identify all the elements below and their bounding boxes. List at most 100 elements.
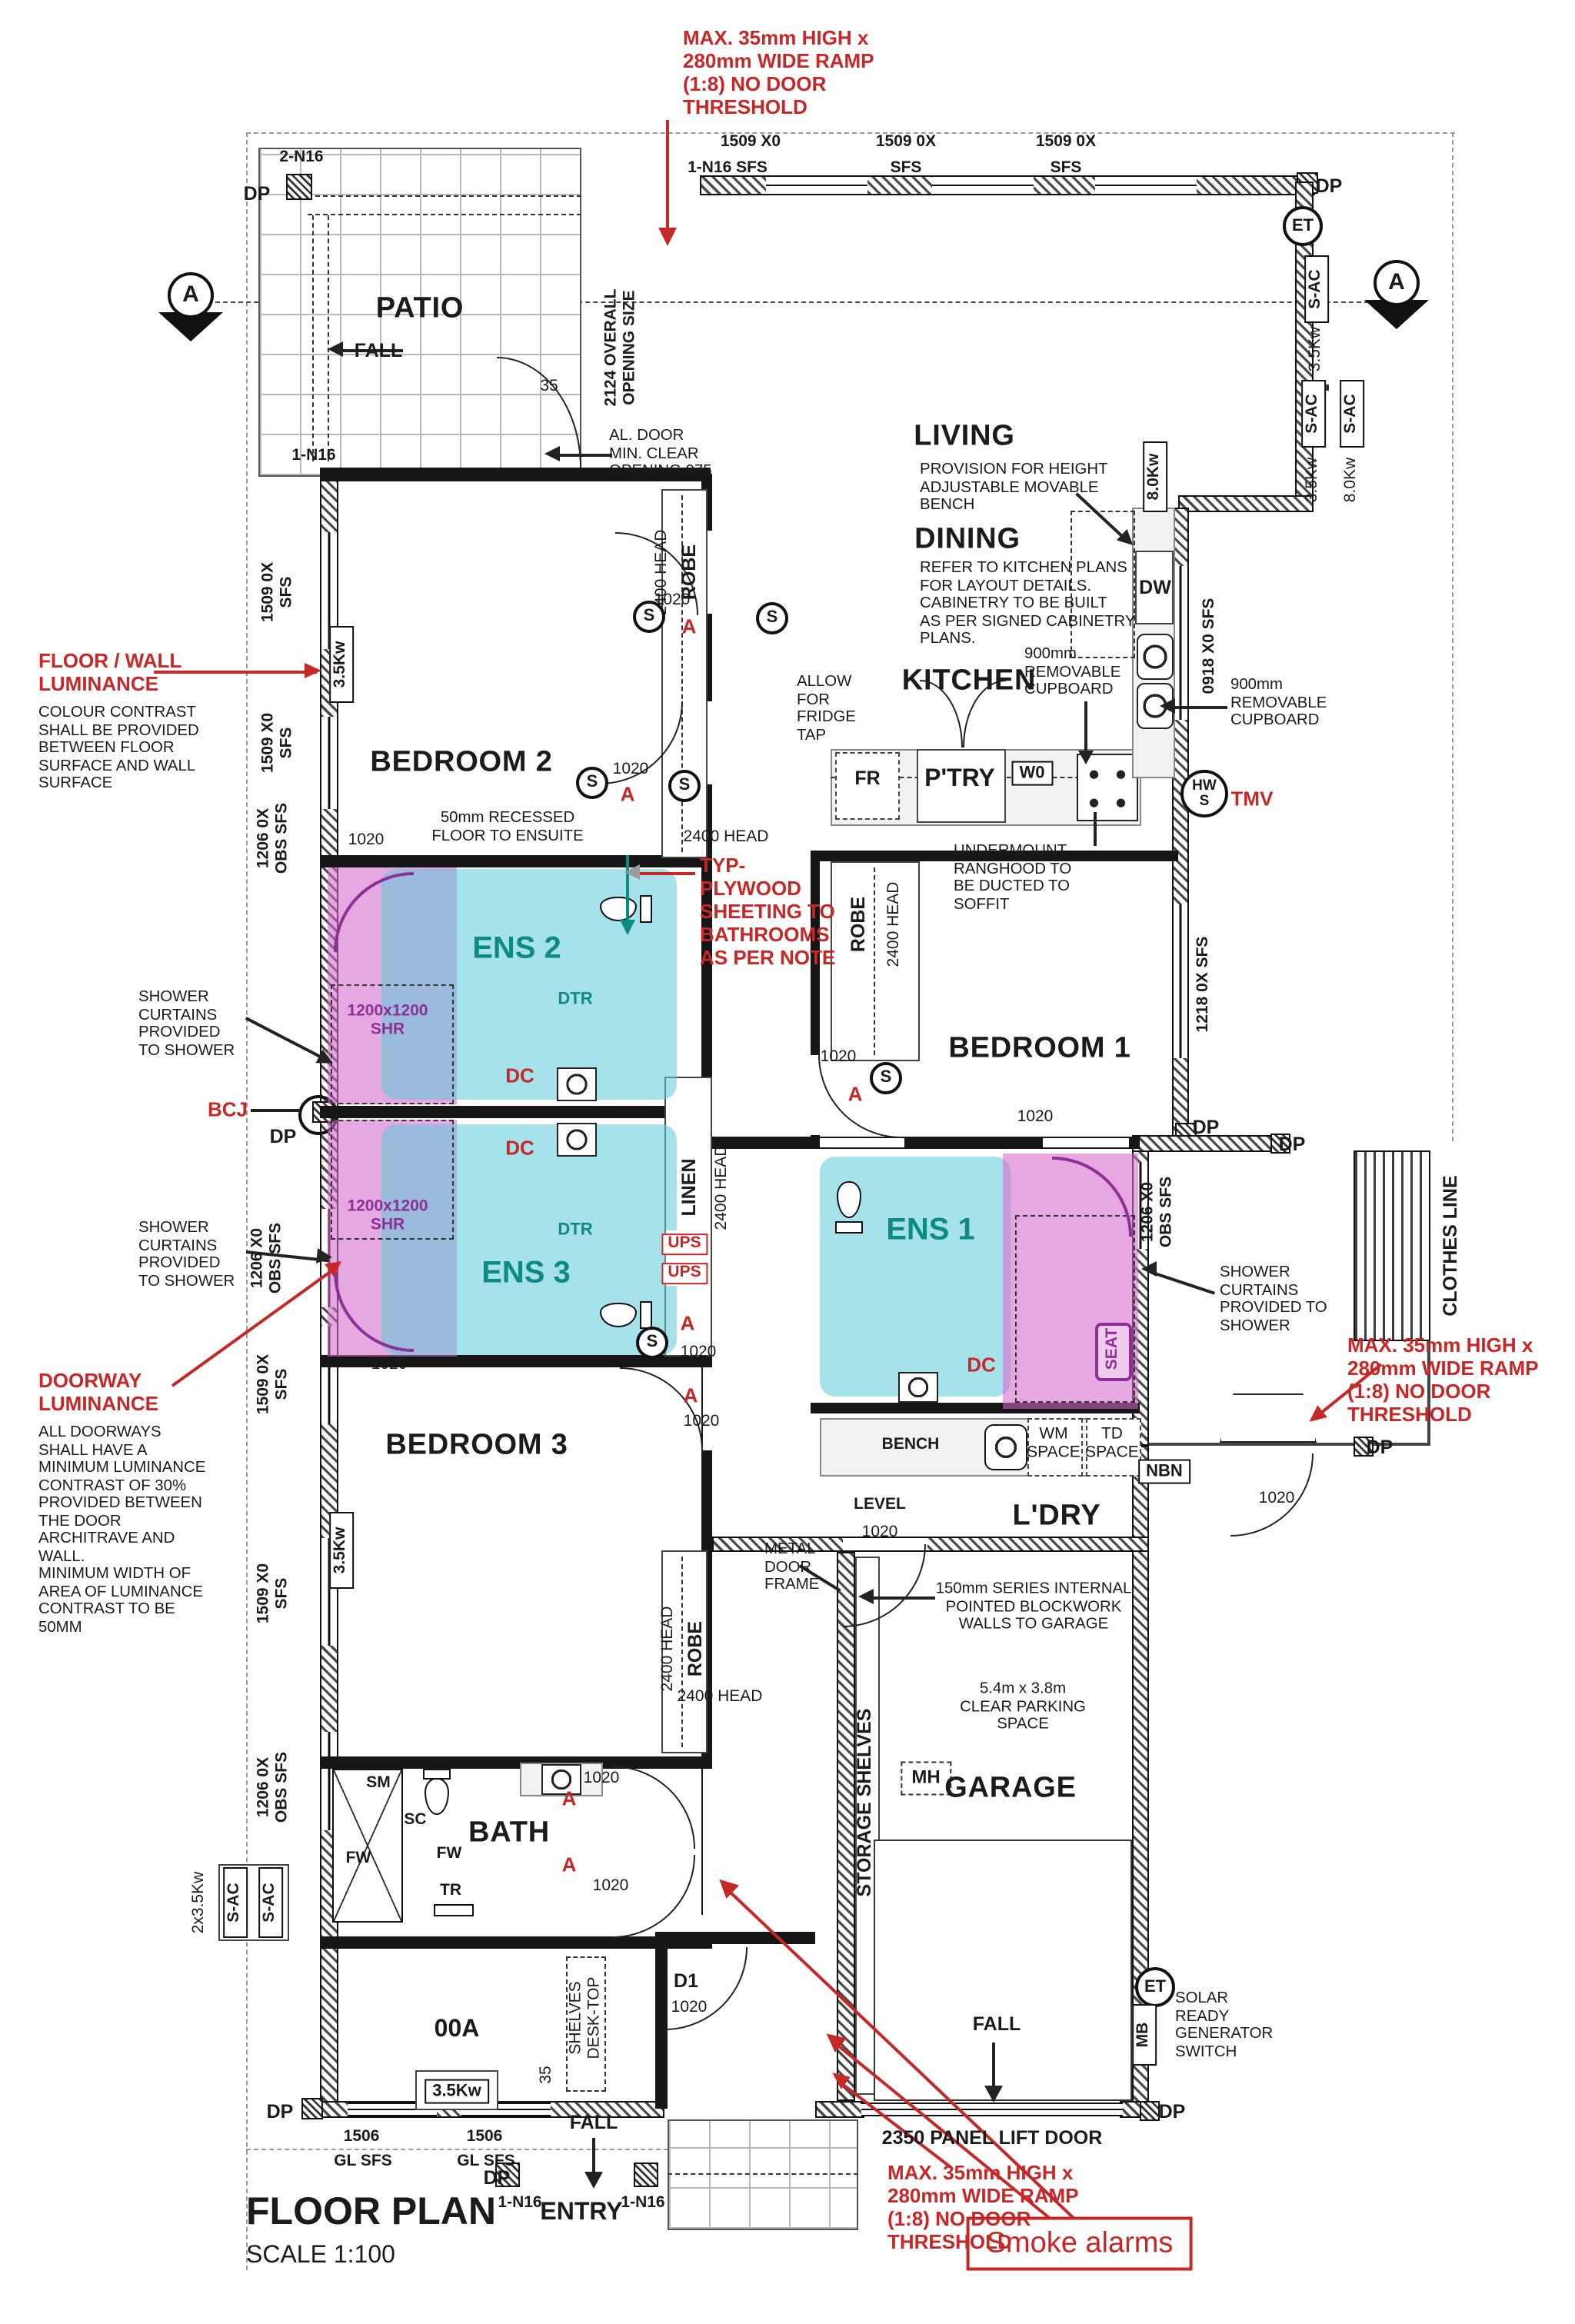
s-hall-top: S [756, 602, 788, 634]
ens2-cistern [640, 895, 652, 923]
shelves-desktop-strip [566, 1956, 606, 2092]
cooktop [1077, 754, 1138, 821]
dp-square-entry-l [495, 2163, 520, 2187]
ens3-shr-square [331, 1120, 454, 1240]
patio-beam-dash-2 [308, 214, 581, 217]
dp-square-porch-se [1354, 1437, 1374, 1457]
door-gap-ens1 [1043, 1138, 1129, 1147]
ramp1-arrowhead [658, 228, 677, 246]
ens2-toilet [600, 897, 637, 921]
lbl-fr: FR [854, 767, 881, 789]
s-ens3: S [636, 1327, 668, 1359]
wall-ens-top [320, 855, 712, 867]
lbl-fw-1: FW [345, 1849, 371, 1868]
dp-square-porch [1270, 1134, 1290, 1154]
lbl-bcj: BCJ [207, 1097, 248, 1121]
window-top-1 [766, 175, 867, 195]
plywood-arrowhead [624, 864, 640, 880]
ac-sac-2: S-AC [1301, 380, 1326, 448]
room-bedroom3: BEDROOM 3 [385, 1429, 568, 1462]
fall-patio: FALL [354, 339, 403, 361]
lbl-dc-ens1: DC [967, 1353, 996, 1377]
a-ens3: A [680, 1311, 695, 1335]
dp-square-garage [1140, 2101, 1160, 2121]
room-ens1: ENS 1 [886, 1213, 975, 1247]
lbl-clothesline: CLOTHES LINE [1439, 1175, 1461, 1317]
dim-0918: 0918 X0 SFS [1200, 598, 1219, 694]
section-line-aa [215, 301, 1377, 305]
ens1-seat [1095, 1323, 1132, 1381]
vdim-l5: 1509 0X SFS [254, 1353, 291, 1415]
dim-1020-d1: 1020 [671, 1998, 708, 2017]
boundary-line-left [246, 132, 249, 2270]
door-gap-bath [703, 1763, 712, 1932]
plywood-arrow [638, 872, 695, 875]
lbl-dc-ens3: DC [505, 1136, 534, 1160]
dim-35-patio: 35 [540, 377, 558, 396]
lbl-bench: BENCH [881, 1435, 940, 1454]
ens2-shr-square [331, 984, 454, 1104]
window-left-2 [320, 717, 338, 809]
robe-bed1 [831, 861, 920, 1061]
lbl-linen: LINEN [678, 1158, 700, 1217]
ac-8kw-wall: 8.0Kw [1143, 441, 1167, 512]
aldoor-leader [557, 454, 612, 456]
patio-post-dash-2 [328, 215, 331, 461]
cupboard2-arrowhead [1160, 698, 1175, 714]
patio-fall-arrowhead [328, 341, 343, 357]
note-floorwall-title: FLOOR / WALL LUMINANCE [38, 649, 182, 695]
a-bath-1: A [561, 1786, 577, 1810]
vdim-l3: 1206 0X OBS SFS [254, 802, 291, 874]
et-garage: ET [1135, 1967, 1175, 2007]
ramp-note-bottom: MAX. 35mm HIGH x 280mm WIDE RAMP (1:8) N… [887, 2161, 1079, 2253]
a-bed1: A [847, 1082, 863, 1106]
note-fridge-tap: ALLOW FOR FRIDGE TAP [797, 674, 856, 744]
note-plywood: TYP- PLYWOOD SHEETING TO BATHROOMS AS PE… [700, 854, 836, 969]
ens3-basin [557, 1123, 597, 1157]
bath-tr [434, 1904, 474, 1916]
ens1-shr-square [1015, 1215, 1135, 1403]
lbl-dtr-ens3: DTR [558, 1220, 593, 1240]
garage-fall-line [992, 2043, 995, 2092]
room-bedroom2: BEDROOM 2 [370, 746, 553, 779]
dim-1n16-patio: 1-N16 [291, 446, 336, 465]
room-living: LIVING [914, 420, 1015, 453]
lbl-level: LEVEL [854, 1495, 906, 1514]
porch-edge-bottom [1149, 1443, 1430, 1446]
garage-panel-door [861, 2103, 1123, 2116]
et-topright: ET [1283, 206, 1323, 246]
s-bed2top: S [633, 601, 665, 633]
dim-2400-bath: 2400 HEAD [677, 1687, 763, 1706]
dp-porch-bot: DP [1366, 1436, 1394, 1458]
dim-2124: 2124 OVERALL OPENING SIZE [601, 288, 638, 407]
ens3-toilet [600, 1303, 637, 1327]
ramp-note-top: MAX. 35mm HIGH x 280mm WIDE RAMP (1:8) N… [683, 26, 874, 118]
boundary-line-right [1452, 132, 1455, 1141]
wall-entry-left [655, 1932, 668, 2109]
wall-bed1-top [811, 851, 1178, 861]
vdim-l2: 1509 X0 SFS [258, 712, 295, 774]
note-shower-1: SHOWER CURTAINS PROVIDED TO SHOWER [138, 989, 235, 1060]
robe-bed3: ROBE [684, 1620, 706, 1677]
dim-shr-ens3: 1200x1200 SHR [347, 1197, 428, 1234]
fall-entry: FALL [569, 2111, 618, 2133]
dw-box [1135, 551, 1174, 624]
ac-sac-1: S-AC [1304, 255, 1329, 323]
lbl-dw: DW [1139, 576, 1171, 598]
note-provision: PROVISION FOR HEIGHT ADJUSTABLE MOVABLE … [920, 461, 1108, 514]
ens1-cistern [835, 1221, 863, 1234]
dim-1020-bed2top: 1020 [654, 591, 691, 610]
s-hall-mid: S [668, 770, 701, 802]
lbl-tr: TR [440, 1881, 461, 1900]
amark-right: A [1374, 260, 1420, 306]
entry-fall-arrowhead [584, 2172, 603, 2189]
room-garage: GARAGE [944, 1772, 1077, 1805]
note-parking: 5.4m x 3.8m CLEAR PARKING SPACE [960, 1680, 1086, 1733]
wall-bed3-bot [320, 1756, 712, 1769]
lbl-sc: SC [404, 1810, 427, 1830]
pantry-box [917, 749, 1006, 823]
ens1-toilet [837, 1181, 861, 1218]
note-shower-2: SHOWER CURTAINS PROVIDED TO SHOWER [138, 1220, 235, 1290]
room-bedroom1: BEDROOM 1 [948, 1032, 1131, 1065]
dp-square-entry-r [634, 2163, 658, 2187]
